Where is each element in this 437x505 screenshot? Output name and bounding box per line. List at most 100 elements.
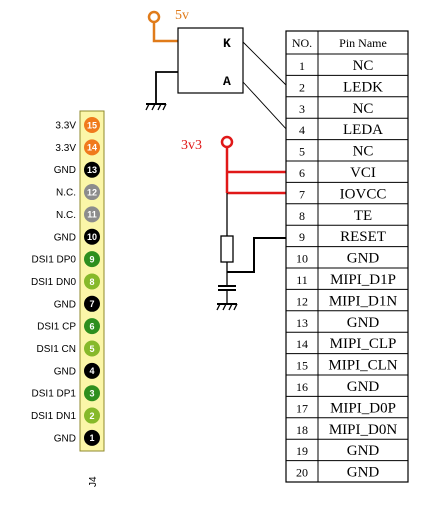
pin-dot-number: 14	[87, 143, 97, 153]
pin-number: 6	[299, 166, 305, 180]
pin-dot-number: 11	[87, 210, 97, 220]
j4-connector: 153.3V143.3V13GND12N.C.11N.C.10GND9DSI1 …	[31, 110, 105, 487]
pin-number: 12	[296, 294, 308, 308]
connector-pin: 15 3.3V	[55, 117, 100, 133]
pin-dot	[84, 228, 100, 245]
connector-label: J4	[88, 476, 99, 487]
connector-pin: 14 3.3V	[55, 139, 100, 156]
pin-table-frame	[285, 30, 409, 483]
pin-number: 1	[299, 59, 305, 73]
pin-name: VCI	[350, 165, 376, 181]
pin-name: GND	[347, 443, 380, 459]
pin-number: 17	[296, 401, 308, 415]
power-3v3-label: 3v3	[181, 138, 202, 153]
pin-dot	[84, 429, 100, 446]
pin-signal-label: N.C.	[56, 188, 76, 199]
ledk-connection	[242, 41, 289, 88]
connector-pin: 11N.C.	[56, 206, 100, 223]
pin-name: GND	[347, 315, 380, 331]
backlight-ground-wire	[155, 71, 178, 104]
pin-signal-label: DSI1 CN	[37, 344, 76, 355]
connector-pin: 2 DSI1 DN1	[31, 407, 100, 424]
pin-signal-label: DSI1 DN0	[31, 277, 76, 288]
table-row: 5 NC	[286, 139, 408, 160]
pin-dot	[84, 340, 100, 357]
pin-signal-label: DSI1 DP1	[32, 389, 77, 400]
pin-number: 5	[299, 145, 305, 159]
pin-dot-number: 10	[87, 232, 97, 242]
table-row: 13 GND	[286, 310, 408, 331]
pin-dot-number: 15	[87, 120, 97, 130]
pin-name: MIPI_CLP	[330, 336, 397, 352]
pin-dot-number: 4	[89, 366, 94, 376]
pin-signal-label: DSI1 CP	[37, 322, 76, 333]
pin-number: 18	[296, 423, 308, 437]
connector-pin: 4 GND	[54, 362, 100, 379]
pin-name: LEDK	[343, 79, 383, 95]
pin-number: 19	[296, 444, 308, 458]
pin-number: 8	[299, 209, 305, 223]
pin-name: NC	[353, 101, 374, 117]
table-row: 12 MIPI_D1N	[286, 288, 408, 309]
k-pin-label: K	[223, 36, 231, 51]
pin-signal-label: 3.3V	[55, 121, 76, 132]
pin-dot	[84, 362, 100, 379]
pin-name: NC	[353, 144, 374, 160]
table-row: 20 GND	[286, 460, 408, 481]
pin-dot	[84, 139, 100, 156]
pin-number: 13	[296, 316, 308, 330]
pin-number: 9	[299, 230, 305, 244]
connector-pin: 12N.C.	[56, 184, 100, 201]
pin-dot	[84, 295, 100, 312]
pin-name: IOVCC	[340, 186, 387, 202]
pin-name: TE	[354, 208, 372, 224]
pin-number: 14	[296, 337, 308, 351]
table-row: 8 TE	[286, 203, 408, 224]
pin-dot	[84, 184, 100, 201]
power-circuit: 3v3	[181, 135, 286, 311]
pin-name: MIPI_D1N	[329, 293, 398, 309]
pin-table-header-no: NO.	[292, 36, 312, 50]
pin-signal-label: GND	[54, 165, 76, 176]
supply-5v-terminal	[147, 10, 161, 24]
pin-dot	[84, 206, 100, 223]
pin-number: 4	[299, 123, 305, 137]
pin-signal-label: 3.3V	[55, 143, 76, 154]
pin-dot-number: 6	[89, 321, 94, 331]
connector-pin: 6 DSI1 CP	[37, 318, 100, 335]
pin-number: 20	[296, 466, 308, 480]
pin-dot-number: 3	[89, 389, 94, 399]
table-row: 19 GND	[286, 438, 408, 459]
connector-pin: 3 DSI1 DP1	[32, 385, 100, 402]
pin-dot	[84, 161, 100, 178]
pin-signal-label: DSI1 DP0	[32, 255, 77, 266]
ground-symbol-2	[216, 303, 238, 311]
pin-name: GND	[347, 465, 380, 481]
table-row: 2 LEDK	[286, 74, 408, 95]
pin-dot-number: 13	[87, 165, 97, 175]
pin-number: 7	[299, 187, 305, 201]
pin-signal-label: GND	[54, 366, 76, 377]
pin-number: 3	[299, 102, 305, 116]
supply-5v-wire	[152, 22, 178, 43]
pin-signal-label: DSI1 DN1	[31, 411, 76, 422]
pin-dot-number: 2	[89, 411, 94, 421]
pin-number: 2	[299, 80, 305, 94]
pin-dot	[84, 117, 100, 133]
pin-dot	[84, 318, 100, 335]
pin-name: GND	[347, 379, 380, 395]
pin-name: MIPI_D1P	[330, 272, 396, 288]
pin-number: 15	[296, 359, 308, 373]
table-row: 3 NC	[286, 96, 408, 117]
